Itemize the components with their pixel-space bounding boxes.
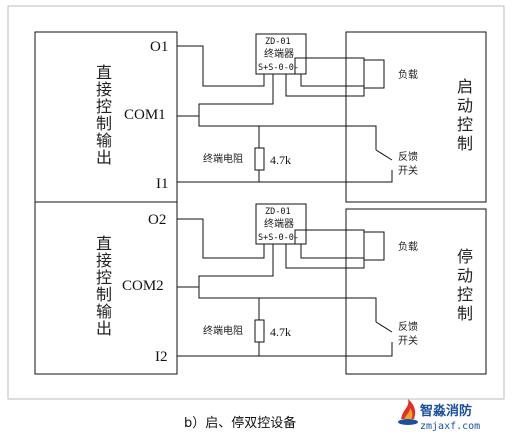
flame-logo-icon: [398, 399, 418, 425]
input-label: I2: [155, 349, 168, 365]
wire-load-return: [285, 74, 365, 97]
wire-i2: [177, 352, 393, 357]
resistor: [254, 319, 265, 343]
label-char: 控: [96, 97, 112, 116]
com-label: COM2: [122, 278, 164, 294]
label-char: 停: [457, 247, 473, 266]
label-char: 输: [96, 302, 112, 321]
resistor: [254, 147, 265, 171]
load-label: 负载: [398, 68, 418, 81]
load-label: 负载: [398, 240, 418, 253]
com-label: COM1: [124, 107, 166, 123]
feedback-label-2: 开关: [398, 164, 418, 177]
terminator-box: [255, 33, 307, 75]
wire-load-2: [300, 244, 384, 259]
label-char: 制: [457, 134, 473, 153]
label-char: 直: [96, 234, 112, 253]
bottom-circuit: O2 COM2 I2 ZD-01 终端器 S+S-0-0- 负载 反馈 开关 终…: [122, 203, 418, 365]
label-char: 动: [457, 96, 473, 115]
right-panel-bottom-label: 停 动 控 制: [457, 247, 473, 323]
wire-com2-terminator: [177, 244, 274, 288]
terminator-box: [255, 203, 307, 245]
resistor-label: 终端电阻: [203, 152, 243, 165]
figure-caption: b）启、停双控设备: [184, 415, 296, 431]
feedback-switch: [375, 149, 393, 161]
label-char: 输: [96, 131, 112, 150]
terminator-model: ZD-01: [265, 207, 291, 217]
wire-load-supply: [294, 229, 365, 244]
watermark-brand: 智淼消防: [420, 403, 472, 419]
wire-com2-switch: [198, 287, 377, 322]
label-char: 控: [457, 285, 473, 304]
label-char: 启: [457, 77, 473, 96]
input-label: I1: [156, 176, 169, 192]
wire-com1-terminator: [177, 74, 274, 117]
left-panel-bottom: [34, 201, 178, 375]
terminator-pins: S+S-0-0-: [258, 63, 299, 73]
label-char: 控: [457, 115, 473, 134]
watermark: 智淼消防 zmjaxf.com: [398, 399, 480, 432]
output-label: O1: [150, 39, 168, 55]
output-label: O2: [148, 212, 166, 228]
terminator-model: ZD-01: [265, 37, 291, 47]
label-char: 制: [96, 114, 112, 133]
feedback-label-2: 开关: [398, 334, 418, 347]
wire-load-supply: [294, 57, 365, 74]
label-char: 接: [96, 251, 112, 270]
wire-load-2: [300, 74, 384, 87]
wire-o2: [177, 218, 265, 259]
label-char: 直: [96, 63, 112, 82]
load-box: [363, 59, 385, 89]
label-char: 动: [457, 266, 473, 285]
load-box: [363, 231, 385, 261]
feedback-switch: [375, 321, 393, 333]
wire-i1: [177, 176, 393, 183]
label-char: 出: [96, 319, 112, 338]
right-panel-top: [345, 31, 487, 203]
top-circuit: O1 COM1 I1 ZD-01 终端器 S+S-0-0- 负载 反馈 开关 终…: [124, 33, 418, 192]
right-panel-bottom: [345, 208, 487, 375]
label-char: 制: [457, 304, 473, 323]
wire-o1: [177, 45, 265, 87]
label-char: 出: [96, 148, 112, 167]
watermark-url: zmjaxf.com: [420, 421, 480, 432]
resistor-value: 4.7k: [270, 325, 291, 339]
left-panel-bottom-label: 直 接 控 制 输 出: [96, 234, 112, 338]
feedback-label-1: 反馈: [398, 320, 418, 333]
terminator-pins: S+S-0-0-: [258, 233, 299, 243]
label-char: 控: [96, 268, 112, 287]
right-panel-top-label: 启 动 控 制: [457, 77, 473, 153]
outer-frame: [7, 5, 505, 400]
label-char: 接: [96, 80, 112, 99]
label-char: 制: [96, 285, 112, 304]
terminator-name: 终端器: [264, 217, 294, 230]
wire-load-return: [285, 244, 365, 269]
terminator-name: 终端器: [264, 47, 294, 60]
feedback-label-1: 反馈: [398, 150, 418, 163]
wire-com1-switch: [198, 116, 377, 150]
resistor-label: 终端电阻: [203, 324, 243, 337]
left-panel-top-label: 直 接 控 制 输 出: [96, 63, 112, 167]
resistor-value: 4.7k: [270, 153, 291, 167]
